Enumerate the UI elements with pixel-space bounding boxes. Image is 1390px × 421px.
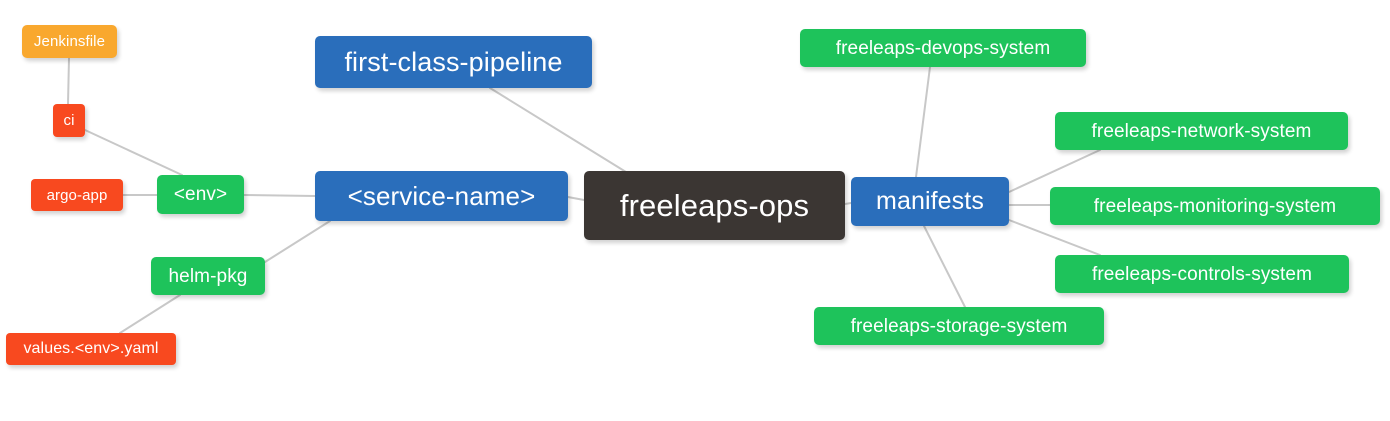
node-freeleaps-controls-system[interactable]: freeleaps-controls-system [1055, 255, 1349, 293]
node-first-class-pipeline[interactable]: first-class-pipeline [315, 36, 592, 88]
edge-env-ci [84, 129, 183, 176]
node-label-values-env-yaml: values.<env>.yaml [23, 340, 159, 357]
node-label-env: <env> [173, 184, 228, 205]
node-label-ci: ci [63, 112, 75, 129]
node-label-helm-pkg: helm-pkg [168, 265, 248, 287]
node-label-jenkinsfile: Jenkinsfile [33, 33, 106, 50]
edge-manifests-storage [923, 225, 966, 308]
node-argo-app[interactable]: argo-app [31, 179, 123, 211]
node-jenkinsfile[interactable]: Jenkinsfile [22, 25, 117, 58]
node-ci[interactable]: ci [53, 104, 85, 137]
node-env[interactable]: <env> [157, 175, 244, 214]
node-freeleaps-devops-system[interactable]: freeleaps-devops-system [800, 29, 1086, 67]
node-service-name[interactable]: <service-name> [315, 171, 568, 221]
edge-manifests-devops [915, 66, 931, 178]
node-label-freeleaps-network-system: freeleaps-network-system [1091, 120, 1312, 142]
node-freeleaps-monitoring-system[interactable]: freeleaps-monitoring-system [1050, 187, 1380, 225]
node-label-argo-app: argo-app [46, 186, 108, 204]
node-label-freeleaps-storage-system: freeleaps-storage-system [850, 315, 1068, 337]
node-label-first-class-pipeline: first-class-pipeline [344, 46, 563, 77]
edge-service-env [243, 194, 316, 197]
node-label-freeleaps-monitoring-system: freeleaps-monitoring-system [1093, 195, 1337, 217]
edge-ops-service [567, 196, 585, 201]
edge-service-helm [264, 220, 331, 263]
edge-manifests-controls [1008, 219, 1101, 256]
node-label-freeleaps-ops: freeleaps-ops [619, 188, 810, 223]
node-freeleaps-ops[interactable]: freeleaps-ops [584, 171, 845, 240]
edge-manifests-network [1008, 149, 1101, 193]
node-label-service-name: <service-name> [347, 181, 536, 211]
node-label-manifests: manifests [876, 187, 984, 215]
edge-ops-pipeline [489, 87, 627, 173]
node-freeleaps-storage-system[interactable]: freeleaps-storage-system [814, 307, 1104, 345]
edge-ci-jenkinsfile [67, 57, 70, 105]
node-values-env-yaml[interactable]: values.<env>.yaml [6, 333, 176, 365]
edge-helm-values [119, 294, 181, 334]
node-label-freeleaps-controls-system: freeleaps-controls-system [1091, 263, 1313, 285]
node-helm-pkg[interactable]: helm-pkg [151, 257, 265, 295]
node-label-freeleaps-devops-system: freeleaps-devops-system [835, 37, 1051, 59]
node-manifests[interactable]: manifests [851, 177, 1009, 226]
node-freeleaps-network-system[interactable]: freeleaps-network-system [1055, 112, 1348, 150]
